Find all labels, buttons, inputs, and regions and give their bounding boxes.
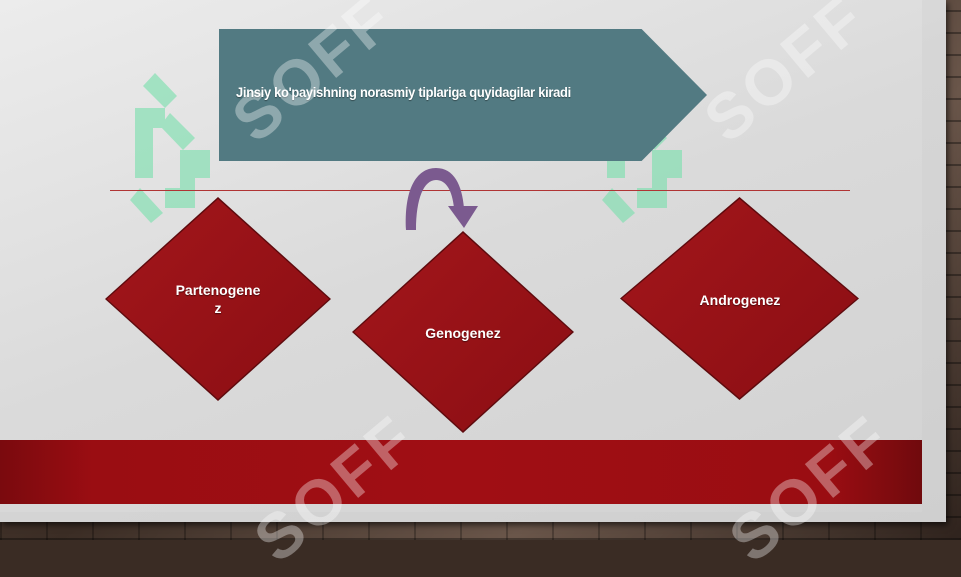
diamond-label: Androgenez	[699, 292, 781, 308]
title-arrow-box	[219, 29, 707, 161]
curved-arrow-icon	[405, 168, 478, 230]
diamond-label: Partenogene z	[175, 282, 261, 316]
title-text: Jinsiy ko'payishning norasmiy tiplariga …	[236, 84, 571, 100]
divider-line	[110, 190, 850, 191]
bottom-band	[0, 440, 922, 504]
diamond-label: Genogenez	[425, 325, 501, 341]
